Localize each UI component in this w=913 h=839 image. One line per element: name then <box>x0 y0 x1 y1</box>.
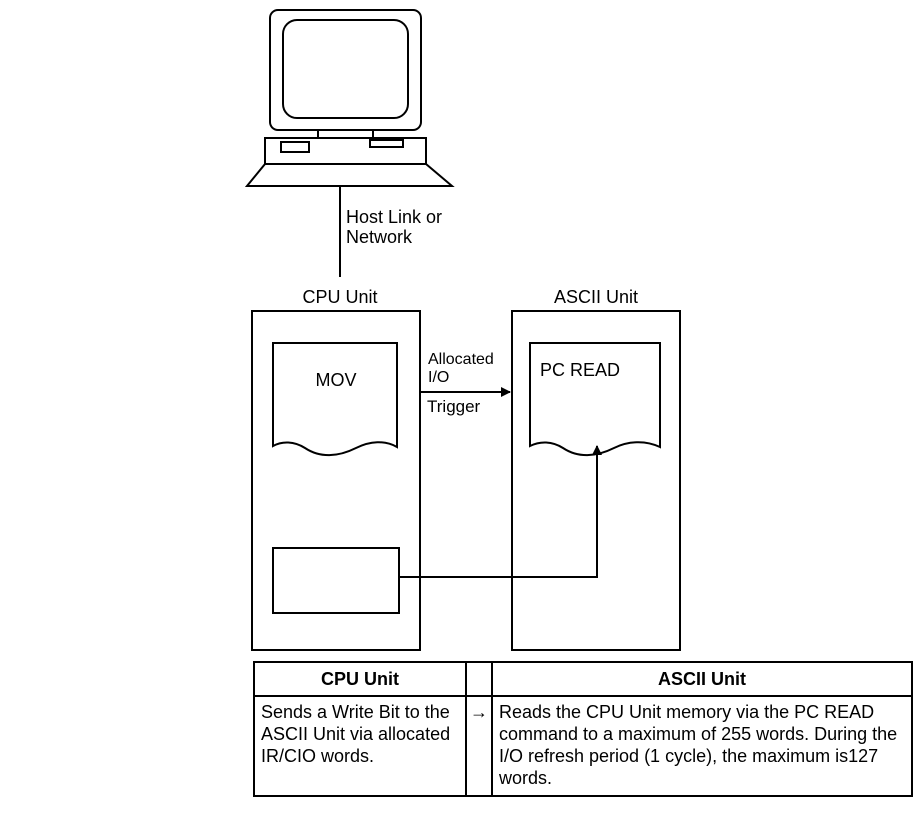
network-label: Network <box>346 227 413 247</box>
io-label: I/O <box>428 369 449 386</box>
ascii-unit-description: Reads the CPU Unit memory via the PC REA… <box>491 695 913 797</box>
table-header-empty <box>465 661 493 697</box>
operation-table: CPU Unit ASCII Unit Sends a Write Bit to… <box>253 661 913 797</box>
ascii-unit-box <box>511 310 681 651</box>
table-header-row: CPU Unit ASCII Unit <box>253 661 913 697</box>
pc-read-label: PC READ <box>540 360 620 380</box>
mov-label: MOV <box>315 370 356 390</box>
cpu-unit-box <box>251 310 421 651</box>
memory-read-arrow <box>399 445 602 578</box>
table-row: Sends a Write Bit to the ASCII Unit via … <box>253 695 913 797</box>
allocated-label: Allocated <box>428 351 494 368</box>
cpu-memory-box <box>272 547 400 614</box>
table-header-cpu-unit: CPU Unit <box>253 661 467 697</box>
ascii-unit-label: ASCII Unit <box>554 287 638 307</box>
right-arrow-icon: → <box>465 695 493 797</box>
computer-icon <box>244 9 455 187</box>
cpu-unit-label: CPU Unit <box>302 287 377 307</box>
cpu-unit-description: Sends a Write Bit to the ASCII Unit via … <box>253 695 467 797</box>
mov-document-shape <box>272 342 398 457</box>
table-header-ascii-unit: ASCII Unit <box>491 661 913 697</box>
host-link-label: Host Link or <box>346 207 442 227</box>
pc-read-document-shape <box>529 342 661 457</box>
trigger-label: Trigger <box>427 397 481 416</box>
communication-diagram: Host Link or Network CPU Unit ASCII Unit… <box>244 9 681 651</box>
